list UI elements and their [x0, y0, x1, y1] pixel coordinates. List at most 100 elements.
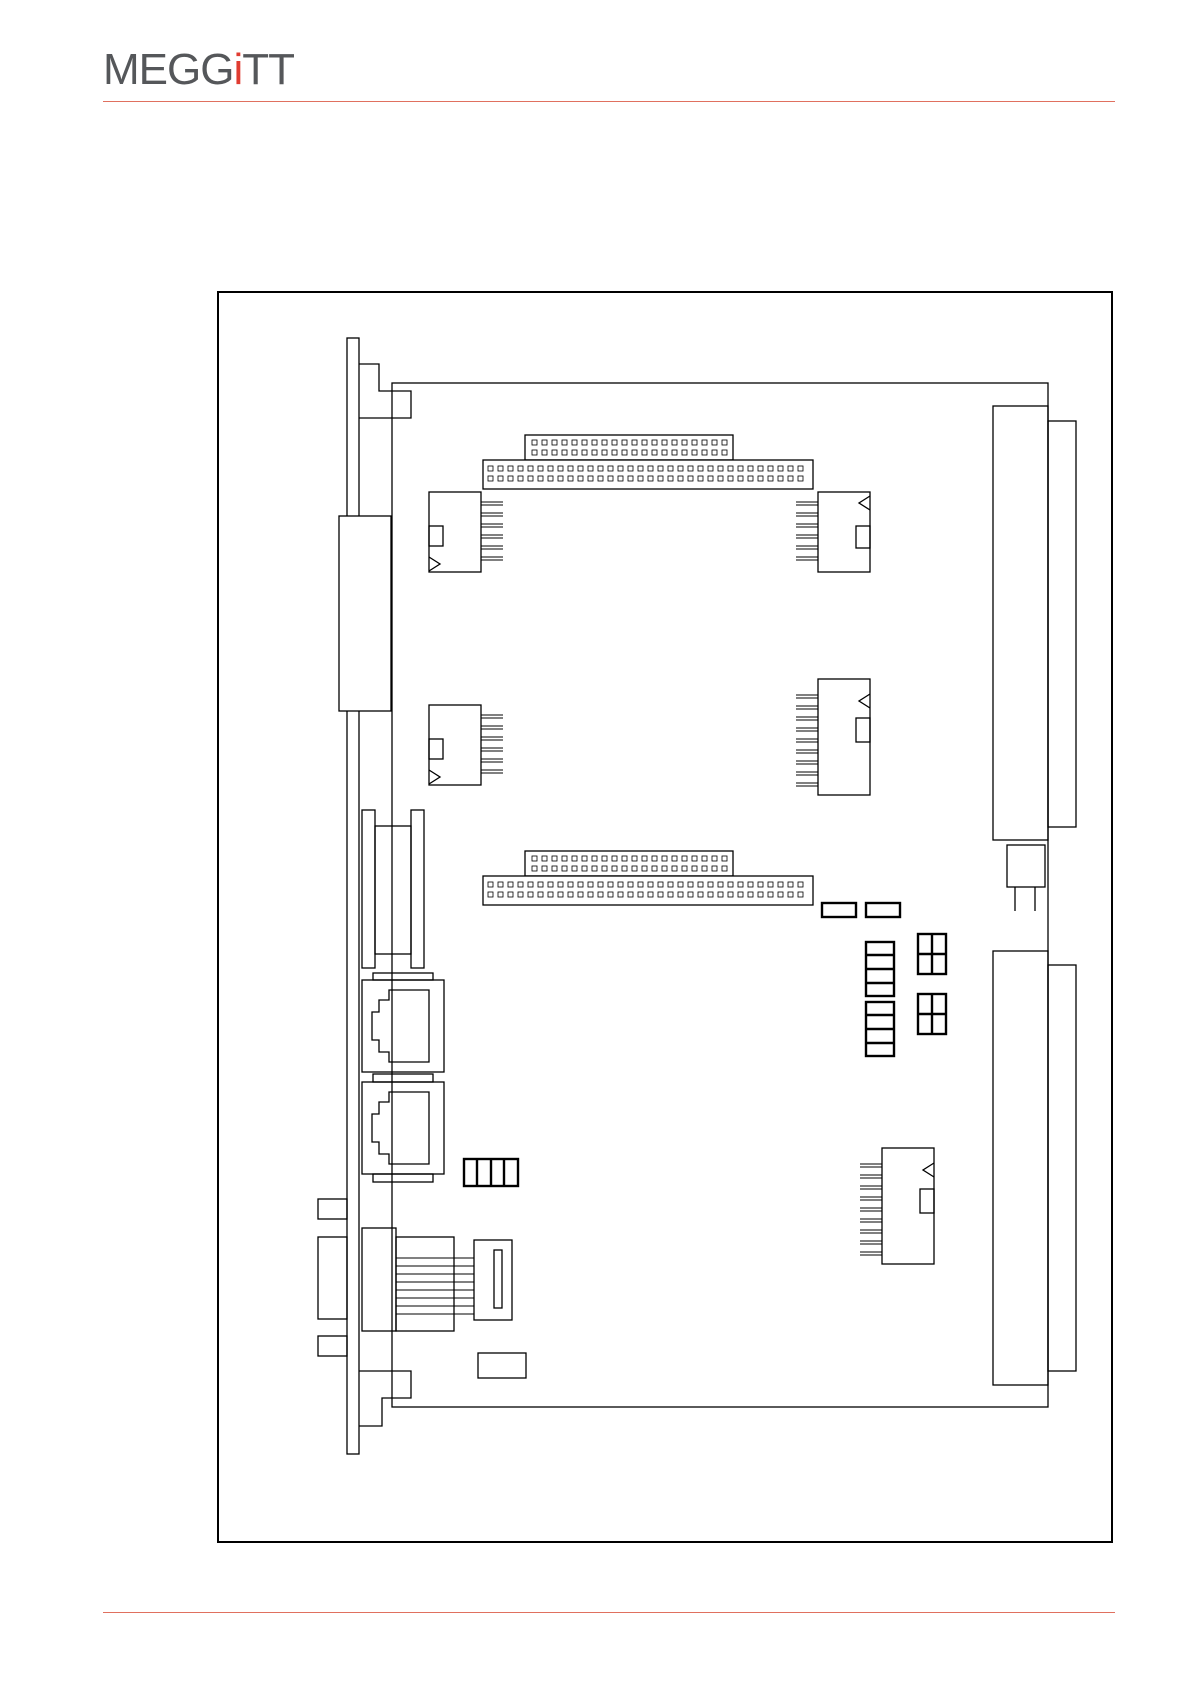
- connector-pin: [642, 440, 647, 445]
- connector-pin: [662, 866, 667, 871]
- connector-top-upper: [525, 435, 733, 460]
- connector-pin: [642, 856, 647, 861]
- connector-pin: [682, 440, 687, 445]
- connector-mid-lower: [483, 876, 813, 905]
- connector-pin: [602, 856, 607, 861]
- connector-pin: [682, 856, 687, 861]
- connector-pin: [692, 450, 697, 455]
- connector-pin: [652, 856, 657, 861]
- backplane-connector-upper: [993, 406, 1048, 840]
- connector-pin: [542, 440, 547, 445]
- connector-pin: [632, 866, 637, 871]
- connector-pin: [582, 450, 587, 455]
- connector-pin: [532, 450, 537, 455]
- connector-pin: [592, 450, 597, 455]
- connector-pin: [612, 856, 617, 861]
- connector-pin: [612, 450, 617, 455]
- connector-mid-upper: [525, 851, 733, 876]
- top-latch: [359, 364, 411, 418]
- ethernet-port-1: [362, 973, 444, 1072]
- connector-pin: [632, 856, 637, 861]
- connector-pin: [602, 440, 607, 445]
- subd-connector: [362, 810, 375, 968]
- connector-pin: [572, 450, 577, 455]
- connector-pin: [622, 440, 627, 445]
- connector-pin: [672, 450, 677, 455]
- header-right-2: [796, 679, 870, 795]
- footer-rule: [103, 1612, 1115, 1613]
- connector-pin: [562, 440, 567, 445]
- connector-pin: [712, 440, 717, 445]
- backplane-connector-lower-inner: [1048, 965, 1076, 1371]
- connector-pin: [652, 450, 657, 455]
- resistor-array-left: [464, 1159, 518, 1186]
- connector-pin: [612, 440, 617, 445]
- connector-pin: [592, 440, 597, 445]
- connector-pin: [602, 450, 607, 455]
- panel-box: [339, 516, 391, 711]
- connector-pin: [672, 440, 677, 445]
- connector-pin: [542, 856, 547, 861]
- connector-pin: [622, 866, 627, 871]
- connector-pin: [572, 440, 577, 445]
- connector-pin: [572, 856, 577, 861]
- connector-pin: [702, 450, 707, 455]
- connector-pin: [622, 450, 627, 455]
- connector-pin: [722, 440, 727, 445]
- connector-pin: [692, 866, 697, 871]
- connector-top-lower: [483, 460, 813, 489]
- connector-pin: [542, 450, 547, 455]
- backplane-connector-upper-inner: [1048, 421, 1076, 827]
- connector-pin: [562, 856, 567, 861]
- ethernet-port-2: [362, 1074, 444, 1182]
- connector-pin: [662, 450, 667, 455]
- connector-pin: [662, 440, 667, 445]
- connector-pin: [692, 440, 697, 445]
- connector-pin: [682, 866, 687, 871]
- connector-pin: [532, 866, 537, 871]
- connector-pin: [592, 856, 597, 861]
- connector-pin: [542, 866, 547, 871]
- connector-pin: [702, 866, 707, 871]
- header-right-3: [860, 1148, 934, 1264]
- connector-pin: [552, 866, 557, 871]
- connector-pin: [582, 866, 587, 871]
- connector-pin: [602, 866, 607, 871]
- connector-pin: [722, 856, 727, 861]
- header-right-1: [796, 492, 870, 572]
- connector-pin: [712, 450, 717, 455]
- connector-pin: [642, 450, 647, 455]
- connector-pin: [562, 450, 567, 455]
- connector-pin: [702, 856, 707, 861]
- header-left-2: [429, 705, 503, 785]
- bottom-latch: [359, 1371, 411, 1426]
- connector-pin: [552, 856, 557, 861]
- connector-pin: [582, 440, 587, 445]
- connector-pin: [622, 856, 627, 861]
- connector-pin: [712, 856, 717, 861]
- connector-pin: [532, 856, 537, 861]
- connector-pin: [682, 450, 687, 455]
- connector-pin: [582, 856, 587, 861]
- connector-pin: [702, 440, 707, 445]
- smd-components: [822, 903, 946, 1056]
- connector-pin: [562, 866, 567, 871]
- connector-pin: [722, 450, 727, 455]
- front-panel: [347, 338, 359, 1454]
- connector-pin: [632, 450, 637, 455]
- connector-pin: [612, 866, 617, 871]
- connector-pin: [662, 856, 667, 861]
- label-box: [478, 1353, 526, 1378]
- jumper-block: [1007, 845, 1045, 887]
- connector-pin: [632, 440, 637, 445]
- connector-pin: [672, 866, 677, 871]
- connector-pin: [552, 440, 557, 445]
- connector-pin: [642, 866, 647, 871]
- connector-pin: [532, 440, 537, 445]
- connector-pin: [652, 866, 657, 871]
- header-left-1: [429, 492, 503, 572]
- connector-pin: [712, 866, 717, 871]
- backplane-connector-lower: [993, 951, 1048, 1385]
- connector-pin: [592, 866, 597, 871]
